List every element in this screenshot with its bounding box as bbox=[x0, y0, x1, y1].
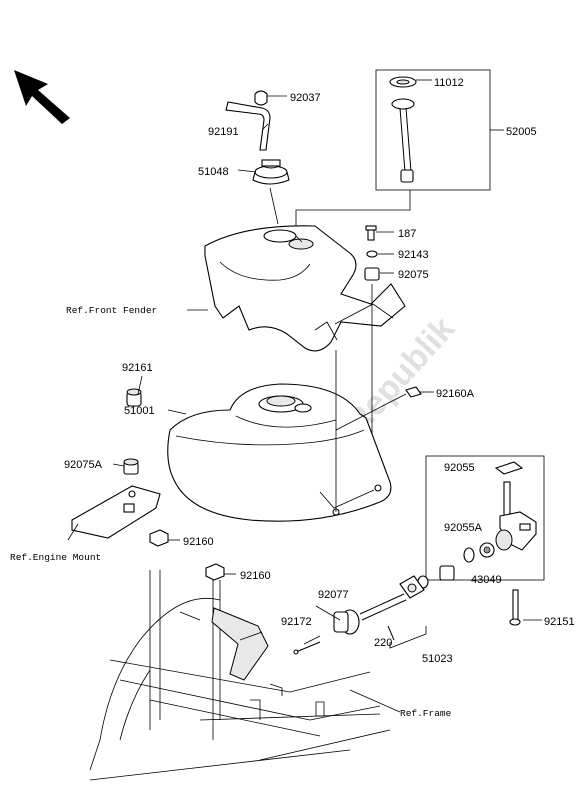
label-220: 220 bbox=[374, 637, 392, 649]
label-92160A: 92160A bbox=[436, 388, 475, 400]
label-92143: 92143 bbox=[398, 249, 429, 261]
ref-front-fender: Ref.Front Fender bbox=[66, 305, 157, 316]
part-43049-gear bbox=[479, 542, 495, 558]
ref-engine-mount: Ref.Engine Mount bbox=[10, 552, 101, 563]
label-92077: 92077 bbox=[318, 589, 349, 601]
label-92075A: 92075A bbox=[64, 459, 103, 471]
label-11012: 11012 bbox=[434, 77, 464, 89]
part-92160-pad-1 bbox=[149, 529, 169, 547]
part-11012-gasket bbox=[389, 76, 417, 88]
part-92055A-o-ring bbox=[463, 547, 475, 563]
part-92075-damper bbox=[364, 267, 380, 281]
label-92172: 92172 bbox=[281, 616, 312, 628]
label-92191: 92191 bbox=[208, 126, 239, 138]
label-51001: 51001 bbox=[124, 405, 155, 417]
label-92151: 92151 bbox=[544, 616, 575, 628]
frame bbox=[89, 570, 391, 781]
label-52005: 52005 bbox=[506, 126, 537, 138]
label-92160-b: 92160 bbox=[240, 570, 271, 582]
part-92151-bolt bbox=[509, 589, 521, 626]
part-92191-breather-hose bbox=[225, 101, 271, 151]
part-92143-collar bbox=[366, 250, 378, 258]
part-92037-clip bbox=[254, 90, 268, 106]
label-92161: 92161 bbox=[122, 362, 153, 374]
leader-lines bbox=[67, 79, 542, 713]
label-92037: 92037 bbox=[290, 92, 321, 104]
ref-frame: Ref.Frame bbox=[400, 708, 452, 719]
part-220-screw bbox=[387, 625, 395, 641]
part-labels: 92037 92191 51048 11012 52005 187 92143 … bbox=[10, 77, 575, 719]
label-51023: 51023 bbox=[422, 653, 453, 665]
box-92055 bbox=[425, 455, 545, 581]
fuel-tank-upper-cover bbox=[204, 225, 406, 352]
label-92160-a: 92160 bbox=[183, 536, 214, 548]
part-187-bolt bbox=[365, 225, 377, 241]
part-92160A-pad bbox=[405, 386, 422, 398]
label-92055: 92055 bbox=[444, 462, 475, 474]
label-187: 187 bbox=[398, 228, 416, 240]
label-43049: 43049 bbox=[471, 574, 502, 586]
part-51023-fuel-cock bbox=[333, 565, 455, 635]
front-direction-arrow-icon bbox=[14, 70, 70, 124]
part-92160-pad-2 bbox=[205, 563, 225, 581]
part-51001-fuel-tank bbox=[167, 383, 392, 522]
box-52005 bbox=[375, 69, 491, 191]
part-fuel-cock-body bbox=[495, 481, 537, 551]
part-92055-gasket bbox=[494, 461, 524, 475]
engine-mount-bracket bbox=[71, 485, 161, 539]
part-92161-damper bbox=[126, 388, 142, 407]
part-52005-fuel-gauge bbox=[391, 98, 415, 183]
part-92172-screw bbox=[293, 641, 321, 655]
label-92055A: 92055A bbox=[444, 522, 483, 534]
label-92075: 92075 bbox=[398, 269, 429, 281]
part-51048-fuel-cap bbox=[252, 159, 290, 185]
part-92075A-damper bbox=[123, 458, 139, 475]
label-51048: 51048 bbox=[198, 166, 229, 178]
